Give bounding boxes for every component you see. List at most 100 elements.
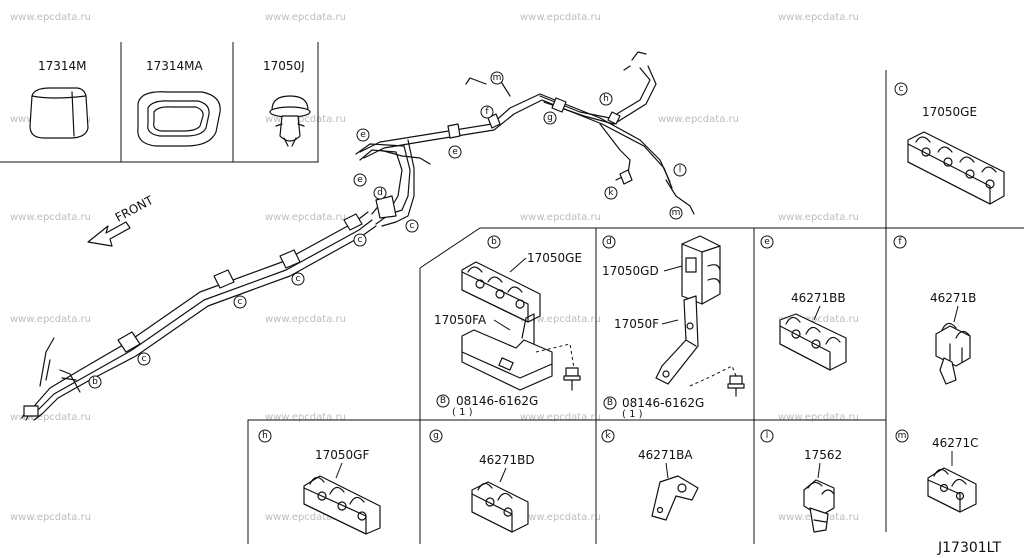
panel-letter: k	[601, 429, 615, 443]
watermark: www.epcdata.ru	[778, 212, 859, 223]
watermark: www.epcdata.ru	[778, 412, 859, 423]
svg-text:e: e	[764, 237, 770, 247]
watermark: www.epcdata.ru	[10, 412, 91, 423]
svg-text:k: k	[608, 188, 614, 198]
tube-clamp-icon	[651, 475, 699, 521]
panel-letter: h	[258, 429, 272, 443]
svg-text:k: k	[605, 431, 611, 441]
bolt-quantity: ( 1 )	[452, 407, 473, 418]
callout-e: e	[448, 145, 462, 159]
watermark: www.epcdata.ru	[10, 512, 91, 523]
part-number: 17050J	[263, 59, 305, 73]
panel-letter: g	[429, 429, 443, 443]
svg-text:m: m	[493, 73, 502, 83]
callout-c: c	[291, 272, 305, 286]
watermark: www.epcdata.ru	[520, 412, 601, 423]
panel-e: e 46271BB	[760, 235, 847, 371]
watermark: www.epcdata.ru	[265, 412, 346, 423]
cap-icon	[29, 87, 89, 139]
panel-d: d 17050GD 17050F B 08146-6162G ( 1 )	[602, 235, 745, 420]
watermark: www.epcdata.ru	[265, 12, 346, 23]
watermark: www.epcdata.ru	[265, 314, 346, 325]
watermark: www.epcdata.ru	[10, 314, 91, 325]
tube-clamp-icon	[935, 322, 971, 385]
watermark: www.epcdata.ru	[265, 212, 346, 223]
panel-letter: b	[487, 235, 501, 249]
callout-c: c	[233, 295, 247, 309]
svg-text:c: c	[238, 297, 243, 307]
panel-letter: f	[893, 235, 907, 249]
watermark: www.epcdata.ru	[520, 212, 601, 223]
panel-letter: d	[602, 235, 616, 249]
svg-text:b: b	[491, 237, 497, 247]
bolt-part-number: 08146-6162G	[456, 394, 538, 408]
svg-text:c: c	[296, 274, 301, 284]
svg-text:e: e	[360, 130, 366, 140]
panel-letter: e	[760, 235, 774, 249]
part-number: 46271C	[932, 436, 979, 450]
svg-text:B: B	[607, 398, 613, 408]
callout-m: m	[490, 71, 504, 85]
watermark: www.epcdata.ru	[778, 12, 859, 23]
svg-text:h: h	[603, 94, 609, 104]
front-arrow: FRONT	[87, 193, 156, 247]
grommet-icon	[137, 91, 221, 147]
panel-letter: c	[894, 82, 908, 96]
part-number: 46271BB	[791, 291, 846, 305]
part-number: 17050FA	[434, 313, 487, 327]
part-number: 17050GE	[922, 105, 977, 119]
callout-c: c	[137, 352, 151, 366]
svg-text:l: l	[679, 165, 682, 175]
panel-letter: l	[760, 429, 774, 443]
callout-d: d	[373, 186, 387, 200]
watermark: www.epcdata.ru	[658, 114, 739, 125]
tube-clamp-icon	[927, 467, 977, 513]
callout-k: k	[604, 186, 618, 200]
svg-text:c: c	[899, 84, 904, 94]
svg-text:e: e	[452, 147, 458, 157]
panel-m: m 46271C	[895, 429, 979, 513]
part-number: 17314M	[38, 59, 87, 73]
front-label: FRONT	[113, 193, 156, 225]
callout-m: m	[669, 206, 683, 220]
panel-letter: m	[895, 429, 909, 443]
svg-text:f: f	[898, 237, 902, 247]
part-number: 46271BA	[638, 448, 693, 462]
panel-b: b 17050GE 17050FA B 08146-6162G ( 1 )	[434, 235, 582, 418]
watermark: www.epcdata.ru	[10, 212, 91, 223]
brake-tube-routing	[21, 51, 695, 421]
top-parts-strip: 17314M 17314MA 17050J	[0, 42, 319, 163]
watermark: www.epcdata.ru	[520, 314, 601, 325]
panel-k: k 46271BA	[601, 429, 699, 521]
watermark: www.epcdata.ru	[778, 314, 859, 325]
bolt-quantity: ( 1 )	[622, 409, 643, 420]
callout-e: e	[353, 173, 367, 187]
svg-text:B: B	[440, 396, 446, 406]
svg-text:b: b	[92, 377, 98, 387]
bolt-icon	[563, 367, 581, 391]
part-number: 46271BD	[479, 453, 535, 467]
svg-text:c: c	[410, 221, 415, 231]
watermarks: www.epcdata.ru www.epcdata.ru www.epcdat…	[10, 12, 859, 523]
callout-e: e	[356, 128, 370, 142]
callout-l: l	[673, 163, 687, 177]
tube-clamp-icon	[803, 479, 835, 533]
tube-clamp-icon	[471, 481, 529, 533]
watermark: www.epcdata.ru	[10, 12, 91, 23]
part-number: 46271B	[930, 291, 976, 305]
bracket-icon	[655, 295, 699, 385]
panel-l: l 17562	[760, 429, 842, 533]
bolt-icon	[727, 375, 745, 397]
callout-g: g	[543, 111, 557, 125]
bolt-part-number: 08146-6162G	[622, 396, 704, 410]
svg-text:m: m	[898, 431, 907, 441]
tube-clamp-icon	[461, 261, 541, 323]
detail-frames	[247, 70, 1024, 544]
callout-c: c	[405, 219, 419, 233]
svg-text:e: e	[357, 175, 363, 185]
svg-text:d: d	[377, 188, 383, 198]
svg-text:m: m	[672, 208, 681, 218]
svg-text:l: l	[766, 431, 769, 441]
bracket-icon	[461, 313, 553, 391]
